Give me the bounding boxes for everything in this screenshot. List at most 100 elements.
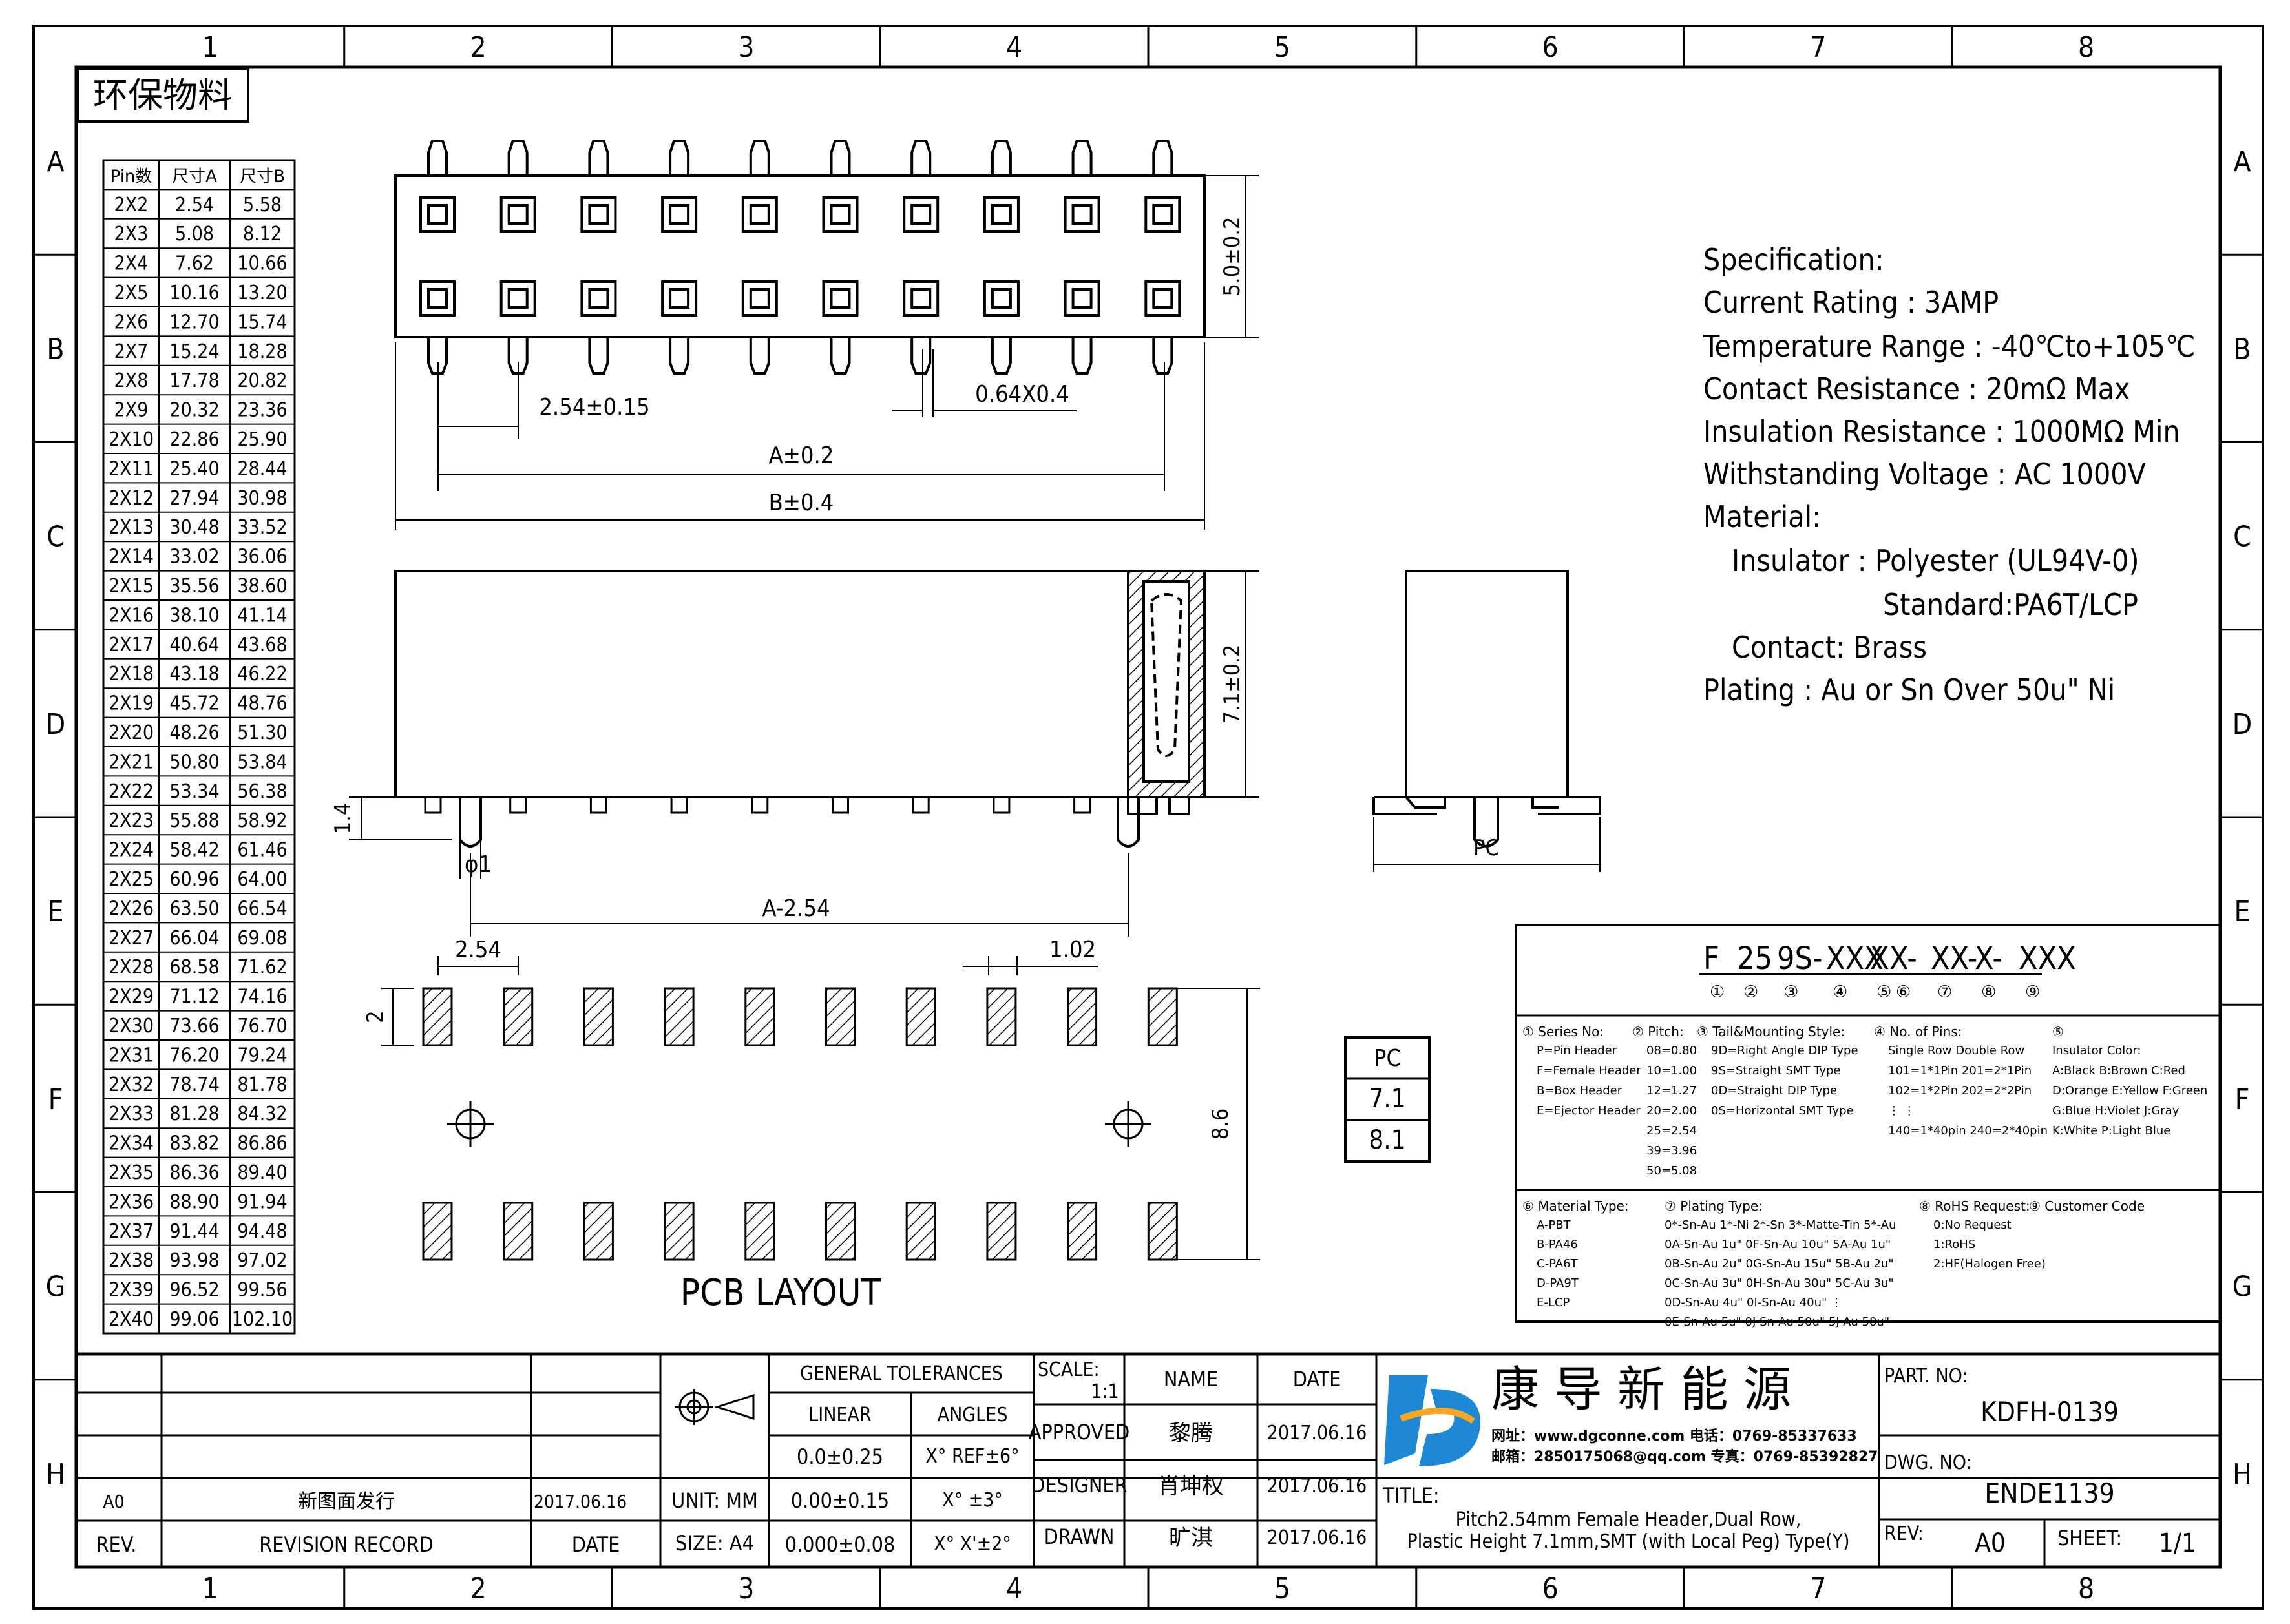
frame-row-label: D	[2232, 708, 2253, 741]
pin-table-cell: 22.86	[169, 428, 219, 451]
pin-table-cell: 45.72	[169, 692, 219, 715]
sheet-label: SHEET:	[2057, 1526, 2122, 1550]
pin-table-cell: 2X28	[109, 956, 154, 979]
row-span-label: 8.6	[1208, 1109, 1234, 1140]
pin-bottom	[1071, 337, 1093, 375]
pcb-pad	[583, 987, 614, 1046]
scale-label: SCALE:	[1038, 1359, 1100, 1381]
sheet-value: 1/1	[2159, 1528, 2196, 1558]
part-code-field-line: 08=0.80	[1646, 1044, 1697, 1057]
pin-table-cell: 2X9	[114, 399, 149, 422]
pc-label: PC	[1473, 835, 1499, 861]
peg-label: φ1	[465, 851, 492, 878]
pin-table-cell: 20.82	[237, 370, 287, 392]
pcb-pad	[905, 1202, 936, 1261]
pin-bottom	[910, 337, 932, 375]
frame-row-label: C	[47, 521, 65, 554]
pin-table-cell: 8.12	[243, 223, 282, 245]
pin-table-cell: 36.06	[237, 546, 287, 568]
side-view	[1372, 570, 1601, 848]
pin-top	[991, 140, 1012, 176]
part-code-box	[1515, 924, 2222, 1323]
pin-bottom	[749, 337, 770, 375]
pin-table-cell: 2X19	[109, 692, 154, 715]
part-code-field-line: 2:HF(Halogen Free)	[1933, 1257, 2046, 1271]
pin-table-cell: 35.56	[169, 575, 219, 598]
pin-table-cell: 2X32	[109, 1074, 154, 1096]
part-code-field-line: A:Black B:Brown C:Red	[2052, 1064, 2185, 1077]
part-code-field-line: E=Ejector Header	[1537, 1104, 1641, 1118]
frame-row-label: E	[47, 895, 63, 928]
pin-table-cell: 74.16	[237, 986, 287, 1008]
contact-hole	[741, 196, 778, 233]
pin-table-cell: 71.12	[169, 986, 219, 1008]
part-code-number: ③	[1783, 983, 1798, 1002]
pin-table-cell: 10.16	[169, 282, 219, 304]
part-code-field-line: 10=1.00	[1646, 1064, 1697, 1077]
contact-hole	[903, 280, 940, 317]
dwg-no-label: DWG. NO:	[1884, 1452, 1972, 1474]
pcb-pad	[422, 987, 453, 1046]
contact-hole-inner	[830, 288, 851, 309]
company-logo: 康 导 新 能 源 网址：www.dgconne.com 电话：0769-853…	[1384, 1362, 1878, 1466]
contact-hole-inner	[669, 288, 690, 309]
standoff-label: 1.4	[330, 803, 356, 835]
spec-line: Current Rating : 3AMP	[1703, 285, 1999, 320]
pin-table-cell: 2X15	[109, 575, 154, 598]
pcb-pad	[664, 1202, 695, 1261]
pin-table-cell: 78.74	[169, 1074, 219, 1096]
approved-date: 2017.06.16	[1267, 1422, 1367, 1444]
part-code-segment: X-	[1975, 941, 2002, 977]
approved-name: 黎腾	[1169, 1421, 1213, 1446]
top-view	[394, 140, 1206, 375]
smt-tail	[993, 796, 1011, 814]
part-code-field-line: P=Pin Header	[1537, 1044, 1617, 1057]
peg-hole	[447, 1101, 494, 1147]
pin-table-cell: 15.74	[237, 311, 287, 333]
contact-hole-inner	[427, 288, 448, 309]
pin-table-cell: 38.60	[237, 575, 287, 598]
pc-table-val-2: 8.1	[1369, 1125, 1405, 1155]
contact-hole	[661, 280, 698, 317]
part-code-field-head: ② Pitch:	[1632, 1024, 1684, 1039]
pin-table-cell: 81.78	[237, 1074, 287, 1096]
contact-hole	[1064, 280, 1100, 317]
pin-table-cell: 2X40	[109, 1308, 154, 1331]
pin-table-cell: 2X11	[109, 457, 154, 480]
pin-table-cell: 2X5	[114, 282, 149, 304]
contact-hole	[983, 280, 1020, 317]
part-code-field-line: F=Female Header	[1537, 1064, 1641, 1077]
pin-table-cell: 91.94	[237, 1191, 287, 1213]
pad-height-label: 2	[362, 1010, 388, 1023]
contact-hole	[903, 196, 940, 233]
linear-label: LINEAR	[808, 1404, 871, 1426]
contact-hole	[499, 280, 536, 317]
part-code-number: ②	[1743, 983, 1758, 1002]
tol-angle-2: X° ±3°	[942, 1489, 1003, 1512]
drawn-name: 旷淇	[1169, 1525, 1213, 1551]
pcb-layout	[422, 987, 1178, 1261]
part-code-field-line: 0*-Sn-Au 1*-Ni 2*-Sn 3*-Matte-Tin 5*-Au	[1665, 1218, 1896, 1232]
frame-col-label: 7	[1810, 1572, 1826, 1605]
part-code-field-head: ⑥ Material Type:	[1522, 1198, 1629, 1214]
part-code-field-line: B-PA46	[1537, 1238, 1578, 1251]
pin-table-cell: 30.98	[237, 487, 287, 510]
part-code-field-line: 0D-Sn-Au 4u" 0I-Sn-Au 40u" ⋮	[1665, 1296, 1842, 1309]
pin-table-cell: 28.44	[237, 457, 287, 480]
pin-table-cell: 23.36	[237, 399, 287, 422]
frame-col-label: 3	[738, 1572, 754, 1605]
pcb-pad	[583, 1202, 614, 1261]
tol-linear-3: 0.000±0.08	[785, 1532, 896, 1557]
pin-table-cell: 2X23	[109, 809, 154, 832]
part-code-field-line: 0C-Sn-Au 3u" 0H-Sn-Au 30u" 5C-Au 3u"	[1665, 1276, 1894, 1290]
part-code-field-head: ① Series No:	[1522, 1024, 1604, 1039]
pin-table-cell: 58.92	[237, 809, 287, 832]
pin-table-cell: 81.28	[169, 1103, 219, 1125]
pin-table-cell: 66.54	[237, 897, 287, 920]
part-code-segment: 9S-	[1777, 941, 1822, 977]
frame-col-label: 5	[1274, 31, 1290, 64]
pin-table-cell: 102.10	[232, 1308, 293, 1331]
part-code-field-line: B=Box Header	[1537, 1084, 1623, 1098]
name-header: NAME	[1164, 1367, 1218, 1391]
pin-table-cell: 2X26	[109, 897, 154, 920]
